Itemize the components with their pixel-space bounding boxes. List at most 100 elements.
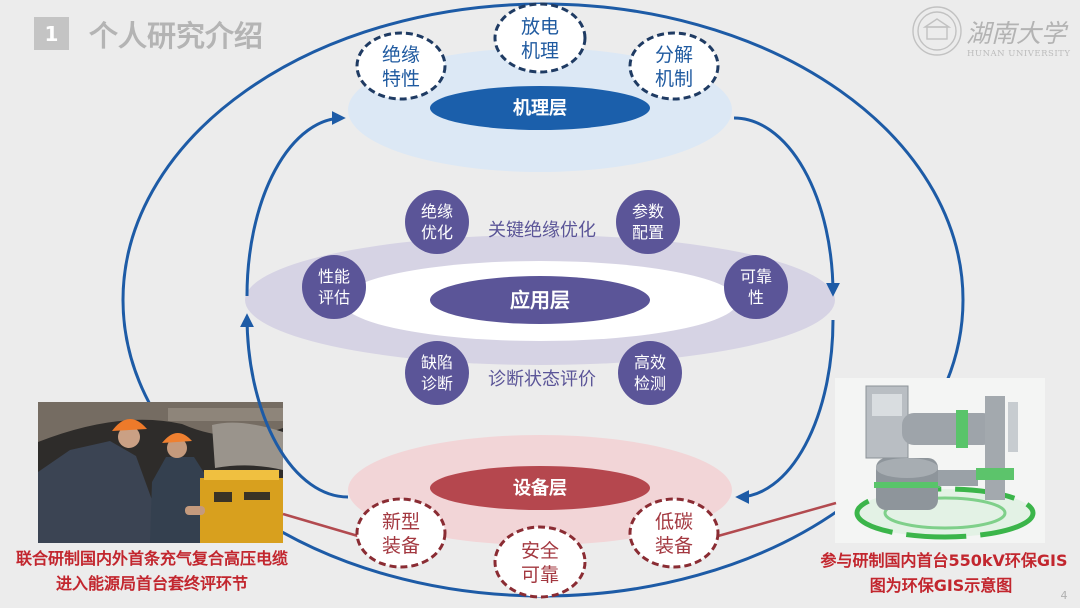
mechanism-layer-core <box>430 86 650 130</box>
application-node-line: 高效 <box>634 353 666 372</box>
mechanism-node-line: 分解 <box>655 44 693 66</box>
slide-header: 1 个人研究介绍 <box>34 17 263 53</box>
application-node-circle <box>405 190 469 254</box>
photo-worker-right-face <box>167 438 187 458</box>
photo-green-ring <box>854 486 1036 540</box>
loop-arrow-to-application-right <box>733 116 840 297</box>
mechanism-node-line: 绝缘 <box>382 44 420 66</box>
equipment-node-line: 新型 <box>382 511 420 533</box>
section-number-box <box>34 17 69 50</box>
equipment-node: 安全 可靠 <box>493 525 587 599</box>
application-node-line: 缺陷 <box>421 353 453 372</box>
logo-building-icon <box>926 26 948 40</box>
photo-vertical-column <box>985 396 1005 500</box>
mechanism-node-line: 放电 <box>521 16 559 38</box>
photo-worker-left-face <box>118 426 140 448</box>
application-node-line: 诊断 <box>421 374 453 393</box>
photo-worker-right-helmet <box>162 432 192 443</box>
left-photo-caption-line: 联合研制国内外首条充气复合高压电缆 <box>16 549 288 568</box>
application-node-circle <box>302 255 366 319</box>
photo-drum-top <box>876 458 938 478</box>
equipment-node-outline <box>355 497 447 569</box>
application-node-line: 性 <box>748 288 764 307</box>
mechanism-layer-label: 机理层 <box>513 98 567 119</box>
application-layer-label: 应用层 <box>510 288 570 312</box>
application-node: 高效 检测 <box>618 341 682 405</box>
application-node: 参数 配置 <box>616 190 680 254</box>
photo-green-ring-inner <box>883 496 1007 530</box>
mechanism-node-outline <box>628 31 720 101</box>
mechanism-node-outline <box>493 2 587 74</box>
logo-seal-outer <box>912 6 962 56</box>
application-node-line: 配置 <box>632 223 664 242</box>
logo-seal-inner <box>917 11 957 51</box>
application-node-circle <box>405 341 469 405</box>
page-number: 4 <box>1061 589 1068 602</box>
photo-horizontal-tank <box>902 413 995 445</box>
right-photo-caption-line: 参与研制国内首台550kV环保GIS <box>820 551 1067 570</box>
application-upper-caption: 关键绝缘优化 <box>488 220 596 241</box>
logo-name-cn: 湖南大学 <box>966 19 1069 48</box>
equipment-layer-core <box>430 466 650 510</box>
connector-left-photo <box>282 512 359 538</box>
mechanism-node-line: 机制 <box>655 68 693 90</box>
equipment-node: 新型 装备 <box>355 497 447 569</box>
equipment-node-outline <box>628 497 720 569</box>
application-node-circle <box>618 341 682 405</box>
photo-instrument-dial <box>214 492 232 502</box>
photo-worker-right-body <box>150 457 210 543</box>
application-node-line: 性能 <box>318 267 350 286</box>
photo-worker-left-body <box>38 441 160 543</box>
mechanism-node: 放电 机理 <box>493 2 587 74</box>
photo-column-flange <box>976 468 1014 480</box>
photo-worker-left-helmet <box>112 418 147 431</box>
application-node-line: 参数 <box>632 202 664 221</box>
equipment-node-outline <box>493 525 587 599</box>
right-photo-gis <box>835 378 1045 543</box>
photo-drum-band <box>874 482 940 488</box>
section-number: 1 <box>45 22 59 46</box>
mechanism-node-line: 特性 <box>382 68 420 90</box>
application-node-line: 可靠 <box>740 267 772 286</box>
loop-arrow-to-equipment <box>735 319 835 504</box>
photo-connector-pipe <box>938 470 978 486</box>
photo-insulator <box>1008 402 1018 452</box>
application-node: 可靠 性 <box>724 255 788 319</box>
application-node: 缺陷 诊断 <box>405 341 469 405</box>
equipment-node-line: 装备 <box>382 535 420 557</box>
mechanism-node-line: 机理 <box>521 40 559 62</box>
application-node: 绝缘 优化 <box>405 190 469 254</box>
equipment-node-line: 安全 <box>521 540 559 562</box>
logo-name-en: HUNAN UNIVERSITY <box>967 49 1070 59</box>
photo-instrument-lid <box>204 470 279 480</box>
application-node-circle <box>724 255 788 319</box>
photo-instrument-box <box>200 478 283 543</box>
equipment-node: 低碳 装备 <box>628 497 720 569</box>
application-node-line: 评估 <box>318 288 350 307</box>
equipment-node-line: 可靠 <box>521 564 559 586</box>
left-photo-cable-test <box>38 402 283 543</box>
application-node-line: 检测 <box>634 374 666 393</box>
left-photo-caption-line: 进入能源局首台套终评环节 <box>56 574 248 593</box>
application-node-line: 绝缘 <box>421 202 453 221</box>
photo-tank-flange <box>956 410 968 448</box>
application-node-circle <box>616 190 680 254</box>
application-node-line: 优化 <box>421 223 453 242</box>
university-logo: 湖南大学 HUNAN UNIVERSITY <box>912 6 1070 59</box>
equipment-node-line: 装备 <box>655 535 693 557</box>
photo-pipe <box>168 408 283 421</box>
photo-cabinet-panel <box>872 394 902 416</box>
mechanism-node: 分解 机制 <box>628 31 720 101</box>
right-photo-caption-line: 图为环保GIS示意图 <box>870 576 1013 595</box>
mechanism-node: 绝缘 特性 <box>355 31 447 101</box>
equipment-layer-label: 设备层 <box>513 477 567 499</box>
photo-worker-hand <box>185 506 205 515</box>
equipment-node-line: 低碳 <box>655 511 693 533</box>
slide-title: 个人研究介绍 <box>89 19 263 53</box>
connector-right-photo <box>717 501 837 538</box>
mechanism-node-outline <box>355 31 447 101</box>
application-lower-caption: 诊断状态评价 <box>488 369 596 390</box>
application-layer-core <box>430 276 650 324</box>
application-node: 性能 评估 <box>302 255 366 319</box>
